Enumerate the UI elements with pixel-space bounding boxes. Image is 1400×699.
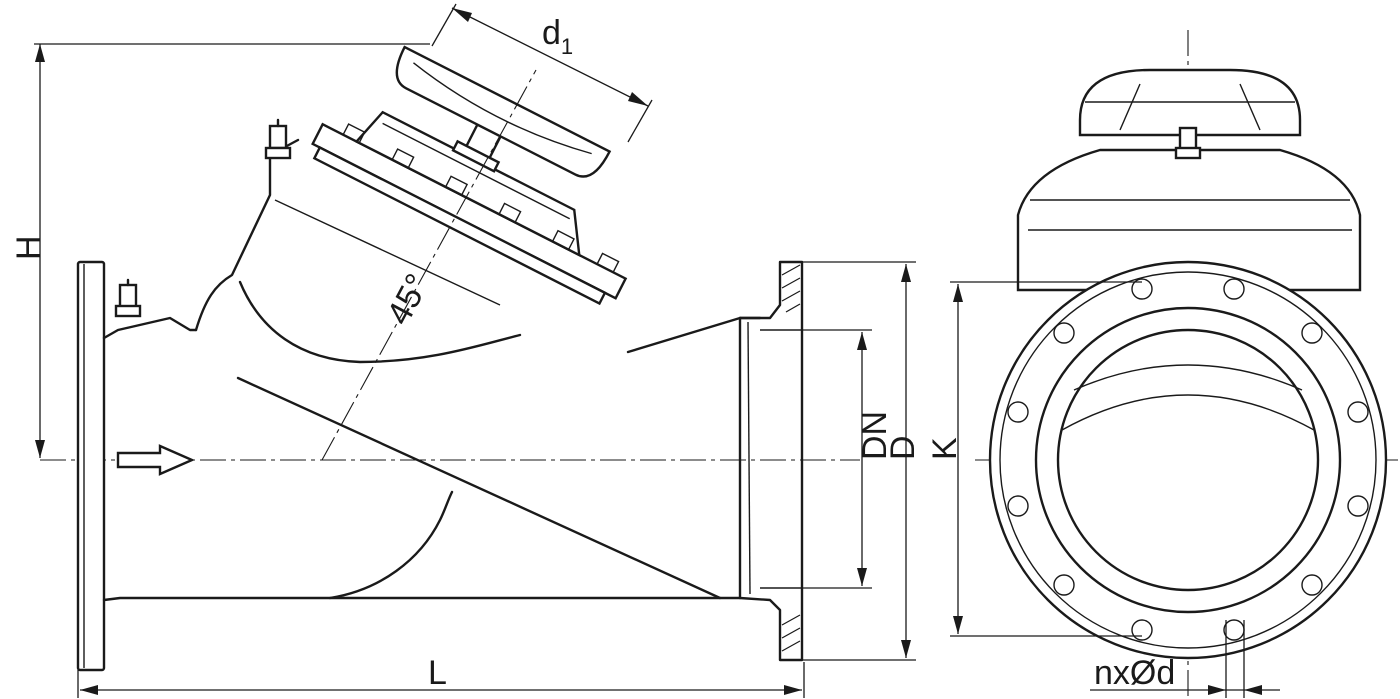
dim-nxd-label: nxØd [1094, 654, 1175, 692]
dim-h-label: H [10, 235, 48, 260]
arrow-right-icon [116, 444, 195, 476]
seat-line [236, 376, 722, 600]
side-view: 45° H L d1 [10, 3, 922, 698]
bolt-holes [1007, 278, 1369, 641]
body-inner-curve-2 [274, 199, 501, 306]
bonnet [311, 45, 628, 306]
inlet-neck-bottom [102, 596, 742, 602]
stem-centre-line [321, 69, 537, 461]
valve-body-top [194, 138, 300, 332]
d1-dimension: d1 [431, 3, 653, 143]
nxd-dimension: nxØd [1090, 620, 1280, 698]
outlet-flange-hatch [781, 264, 801, 652]
dim-l-label: L [428, 654, 447, 692]
front-raised-face [1034, 306, 1342, 614]
front-flange-inner-ring [999, 271, 1377, 649]
front-view: K nxØd [926, 30, 1398, 698]
handwheel [395, 45, 612, 178]
inlet-neck [102, 316, 198, 340]
front-handwheel-spoke-l [1119, 83, 1141, 131]
test-nipple-icon [264, 118, 292, 160]
front-bore [1056, 328, 1320, 592]
front-bore-disc-2 [1073, 364, 1303, 391]
front-bonnet-band [1028, 199, 1352, 231]
body-lower-curve [328, 490, 454, 600]
front-bore-disc [1061, 394, 1315, 431]
test-nipple-icon [114, 278, 142, 318]
dim-dn-label: DN [856, 411, 894, 460]
test-nipple-icon [1174, 126, 1202, 160]
dim-k-label: K [926, 437, 964, 460]
body-inner-curve [238, 280, 522, 364]
front-bonnet [1016, 148, 1362, 292]
outlet-body-line-2 [747, 321, 751, 595]
outlet-neck-top [738, 260, 804, 662]
h-dimension: H [10, 43, 430, 458]
front-flange-outer [988, 260, 1388, 660]
k-dimension: K [926, 281, 1142, 637]
l-dimension: L [77, 654, 805, 698]
dim-d-label: D [884, 435, 922, 460]
front-handwheel-spoke-r [1239, 83, 1261, 131]
dn-dimension: DN [802, 329, 894, 589]
inlet-flange [76, 260, 106, 672]
angle-label: 45° [379, 268, 437, 331]
dim-d1-label: d1 [542, 14, 573, 59]
d-dimension: D [802, 261, 922, 661]
